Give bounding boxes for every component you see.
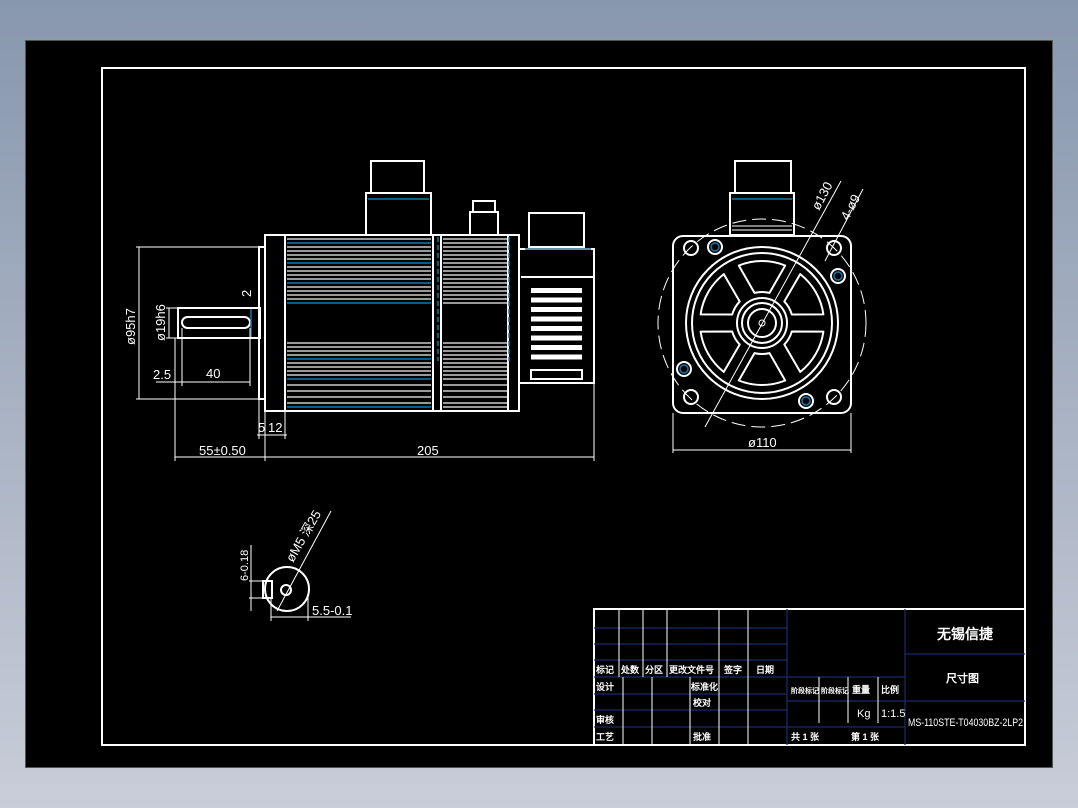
bolt-hole bbox=[830, 268, 846, 284]
dim-flange-width: 12 bbox=[268, 420, 282, 435]
encoder-vents bbox=[530, 288, 583, 380]
vent-slot bbox=[531, 297, 582, 303]
vent-slot bbox=[531, 288, 582, 293]
side-view bbox=[177, 160, 595, 412]
weight-label: 重量 bbox=[852, 684, 870, 695]
scale-label: 比例 bbox=[881, 684, 899, 695]
cad-drawing: ø95h7 ø19h6 2 2.5 40 55±0.50 5 12 205 bbox=[101, 67, 1026, 746]
pcd-circle bbox=[657, 218, 867, 428]
stage-mark-1: 阶段标记 bbox=[791, 686, 819, 695]
role-process: 工艺 bbox=[596, 731, 614, 742]
role-approve: 批准 bbox=[693, 731, 711, 742]
header-signature: 签字 bbox=[723, 664, 742, 675]
bolt-hole bbox=[707, 239, 723, 255]
bolt-hole bbox=[798, 393, 814, 409]
header-zone: 分区 bbox=[645, 664, 663, 675]
side-dimensions: ø95h7 ø19h6 2 2.5 40 55±0.50 5 12 205 bbox=[123, 246, 595, 461]
dim-total-length: 205 bbox=[417, 443, 439, 458]
bolt-hole bbox=[676, 361, 692, 377]
body-fins bbox=[287, 238, 507, 408]
section-circle bbox=[264, 566, 310, 612]
section-key bbox=[262, 580, 273, 599]
sheet-number: 第 1 张 bbox=[851, 731, 880, 742]
bolt-hole-hidden bbox=[679, 364, 689, 374]
dim-key-length: 40 bbox=[206, 366, 220, 381]
dim-pcd: ø130 bbox=[808, 179, 835, 212]
scale-value: 1:1.5 bbox=[881, 708, 905, 720]
spoke-window bbox=[783, 273, 825, 316]
vent-slot bbox=[530, 369, 583, 380]
shaft bbox=[177, 307, 261, 339]
dim-shaft-dia: ø19h6 bbox=[153, 304, 168, 341]
front-connector bbox=[729, 192, 795, 236]
title-block: 标记 处数 分区 更改文件号 签字 日期 设计 标准化 校对 审核 工艺 批准 … bbox=[593, 608, 1026, 746]
spoke-window bbox=[737, 352, 787, 387]
center-hole bbox=[758, 319, 766, 327]
stage-mark-2: 阶段标记 bbox=[821, 686, 849, 695]
bolt-hole bbox=[683, 240, 699, 256]
front-view: ø130 4-ø9 ø110 bbox=[657, 160, 867, 453]
vent-slot bbox=[531, 326, 582, 331]
inner-ring bbox=[691, 252, 833, 394]
header-mark: 标记 bbox=[595, 664, 614, 675]
dim-key-depth: 5.5-0.1 bbox=[312, 603, 352, 618]
drawing-name: 尺寸图 bbox=[946, 671, 979, 685]
bolt-hole bbox=[826, 389, 842, 405]
dim-square: ø110 bbox=[748, 435, 777, 450]
spoke-windows bbox=[699, 259, 825, 387]
header-count: 处数 bbox=[620, 664, 640, 675]
holes-leader bbox=[824, 188, 864, 262]
spoke-window bbox=[699, 330, 741, 373]
power-connector-cap bbox=[370, 160, 425, 194]
body-band-2 bbox=[443, 307, 507, 339]
encoder-connector bbox=[528, 212, 585, 248]
brake-connector bbox=[469, 211, 499, 236]
bolt-hole-hidden bbox=[801, 396, 811, 406]
company-name: 无锡信捷 bbox=[936, 626, 994, 642]
vent-slot bbox=[531, 345, 582, 350]
dim-flange-dia: ø95h7 bbox=[123, 308, 138, 345]
dia-leader bbox=[704, 180, 842, 428]
spoke-window bbox=[783, 330, 825, 373]
flange bbox=[264, 234, 286, 412]
bolt-hole-hidden bbox=[833, 271, 843, 281]
vent-slot bbox=[531, 316, 582, 322]
vent-slot bbox=[531, 335, 582, 341]
dim-shaft-length: 55±0.50 bbox=[199, 443, 246, 458]
outer-ring bbox=[685, 246, 839, 400]
hub bbox=[741, 302, 783, 344]
hub-outer bbox=[736, 297, 788, 349]
dim-key-width: 6-0.18 bbox=[239, 550, 251, 581]
spoke-window bbox=[699, 273, 741, 316]
shaft-section: øM5 深25 6-0.18 5.5-0.1 bbox=[239, 508, 352, 621]
spoke-window bbox=[737, 259, 787, 294]
dim-key-offset: 2.5 bbox=[153, 367, 171, 382]
role-standard: 标准化 bbox=[690, 681, 718, 692]
role-review: 审核 bbox=[596, 714, 614, 725]
encoder-housing bbox=[518, 248, 595, 384]
bolt-hole bbox=[683, 389, 699, 405]
brake-connector-cap bbox=[472, 200, 496, 213]
vent-slot bbox=[531, 354, 582, 360]
mounting-holes bbox=[676, 239, 846, 409]
drawing-frame bbox=[101, 67, 1026, 746]
keyway bbox=[181, 316, 251, 329]
front-connector-cap bbox=[734, 160, 792, 194]
header-change-doc: 更改文件号 bbox=[669, 664, 714, 675]
body-band bbox=[287, 307, 430, 339]
drawing-canvas: ø95h7 ø19h6 2 2.5 40 55±0.50 5 12 205 bbox=[25, 40, 1053, 768]
role-check: 校对 bbox=[693, 697, 711, 708]
bolt-hole bbox=[826, 240, 842, 256]
sheets-total: 共 1 张 bbox=[791, 731, 820, 742]
dim-flange-thk: 5 bbox=[258, 420, 265, 435]
role-design: 设计 bbox=[596, 681, 614, 692]
bolt-hole-hidden bbox=[710, 242, 720, 252]
weight-unit: Kg bbox=[857, 708, 870, 720]
shaft-end bbox=[747, 308, 777, 338]
vent-slot bbox=[531, 307, 582, 312]
header-date: 日期 bbox=[756, 664, 774, 675]
dim-chamfer: 2 bbox=[239, 290, 254, 297]
drawing-number: MS-110STE-T04030BZ-2LP2 bbox=[908, 717, 1023, 729]
